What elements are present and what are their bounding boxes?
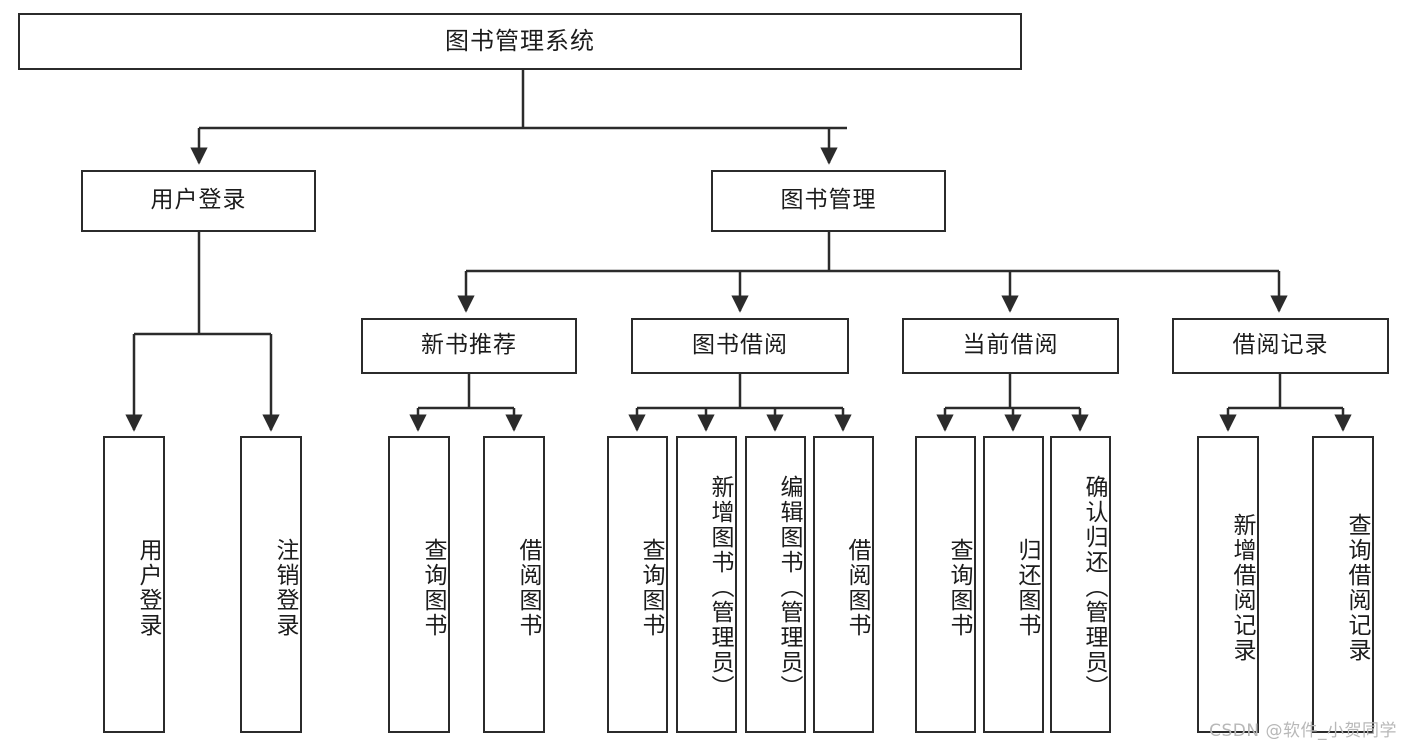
leaf-label: 查询图书 <box>420 537 446 638</box>
node-book-manage[interactable]: 图书管理 <box>711 170 946 232</box>
node-book-manage-label: 图书管理 <box>780 187 877 214</box>
node-current-borrow[interactable]: 当前借阅 <box>902 318 1119 374</box>
leaf-label: 用户登录 <box>135 537 161 638</box>
leaf-new-book-query[interactable]: 查询图书 <box>388 436 450 733</box>
leaf-current-borrow-query[interactable]: 查询图书 <box>915 436 976 733</box>
leaf-label: 确认归还（管理员） <box>1081 475 1107 700</box>
leaf-user-login-signout[interactable]: 注销登录 <box>240 436 302 733</box>
leaf-label: 查询图书 <box>946 537 972 638</box>
leaf-label: 借阅图书 <box>515 537 541 638</box>
node-book-borrow[interactable]: 图书借阅 <box>631 318 849 374</box>
watermark-text: CSDN @软件_小贺同学 <box>1209 721 1397 741</box>
leaf-borrow-record-query[interactable]: 查询借阅记录 <box>1312 436 1374 733</box>
leaf-borrow-record-add[interactable]: 新增借阅记录 <box>1197 436 1259 733</box>
leaf-label: 新增图书（管理员） <box>707 475 733 700</box>
node-root-system[interactable]: 图书管理系统 <box>18 13 1022 70</box>
node-borrow-record[interactable]: 借阅记录 <box>1172 318 1389 374</box>
leaf-label: 注销登录 <box>272 537 298 638</box>
node-user-login-label: 用户登录 <box>150 187 247 214</box>
node-borrow-record-label: 借阅记录 <box>1232 332 1329 359</box>
node-new-book-recommend-label: 新书推荐 <box>421 332 517 359</box>
leaf-label: 查询图书 <box>638 537 664 638</box>
leaf-label: 编辑图书（管理员） <box>776 475 802 700</box>
leaf-book-borrow-add[interactable]: 新增图书（管理员） <box>676 436 737 733</box>
leaf-label: 查询借阅记录 <box>1344 512 1370 663</box>
leaf-book-borrow-query[interactable]: 查询图书 <box>607 436 668 733</box>
leaf-book-borrow-edit[interactable]: 编辑图书（管理员） <box>745 436 806 733</box>
leaf-new-book-borrow[interactable]: 借阅图书 <box>483 436 545 733</box>
node-user-login[interactable]: 用户登录 <box>81 170 316 232</box>
node-root-label: 图书管理系统 <box>445 27 595 56</box>
leaf-current-borrow-confirm[interactable]: 确认归还（管理员） <box>1050 436 1111 733</box>
node-current-borrow-label: 当前借阅 <box>962 332 1059 359</box>
leaf-current-borrow-return[interactable]: 归还图书 <box>983 436 1044 733</box>
node-new-book-recommend[interactable]: 新书推荐 <box>361 318 577 374</box>
leaf-user-login-signin[interactable]: 用户登录 <box>103 436 165 733</box>
leaf-label: 归还图书 <box>1014 537 1040 638</box>
leaf-book-borrow-lend[interactable]: 借阅图书 <box>813 436 874 733</box>
leaf-label: 借阅图书 <box>844 537 870 638</box>
node-book-borrow-label: 图书借阅 <box>692 332 788 359</box>
leaf-label: 新增借阅记录 <box>1229 512 1255 663</box>
